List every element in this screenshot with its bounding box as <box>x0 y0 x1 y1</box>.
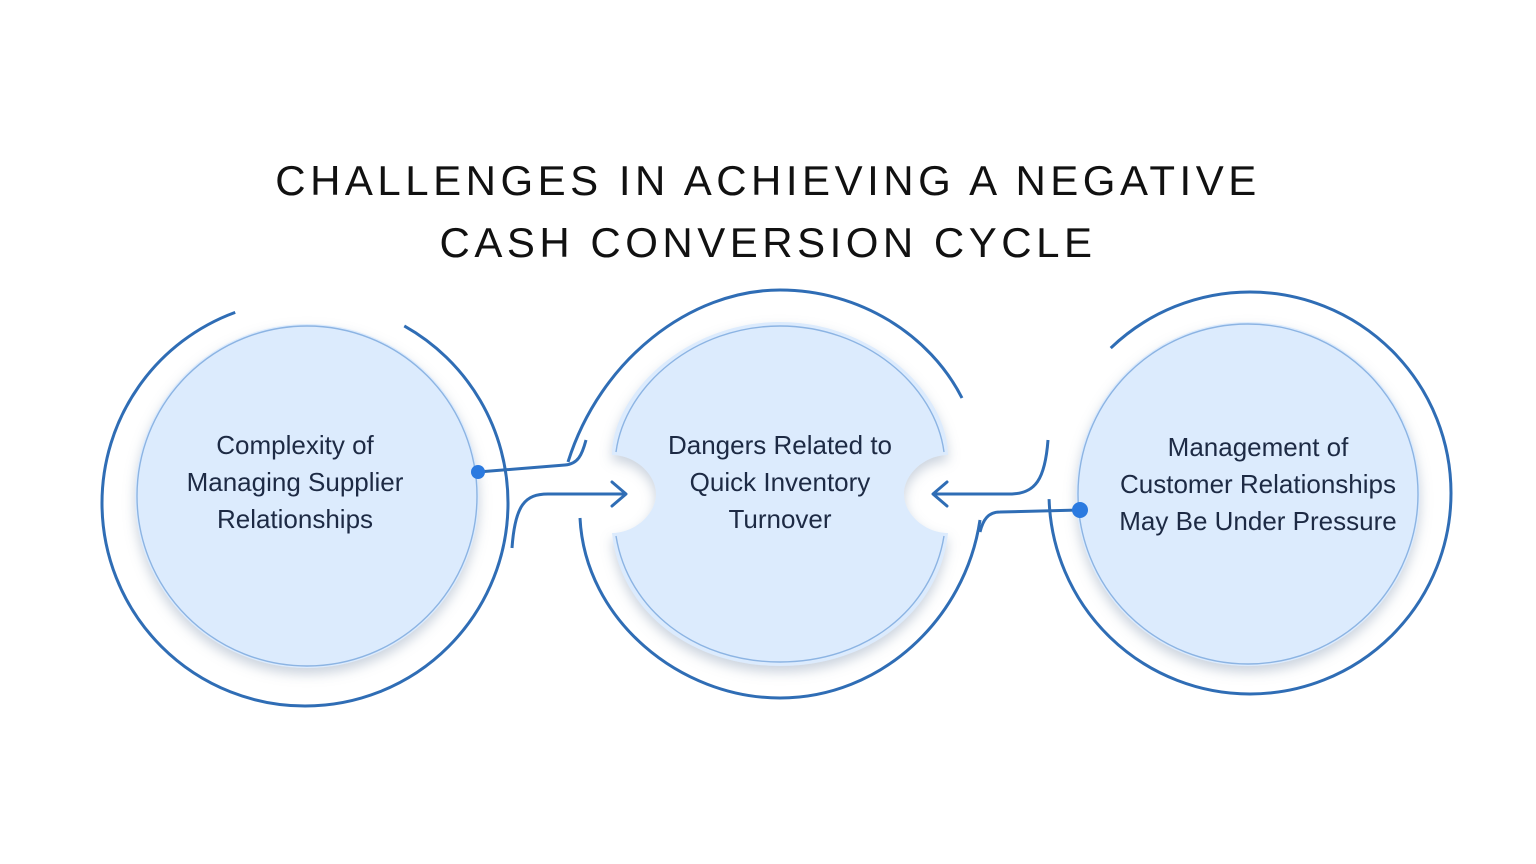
diagram-title: CHALLENGES IN ACHIEVING A NEGATIVE CASH … <box>0 150 1536 274</box>
connector-1-line <box>477 439 588 474</box>
node-2-outer-ring-bottom <box>578 517 982 700</box>
node-1-outer-ring <box>100 298 510 708</box>
node-customer-relationships <box>1047 290 1453 696</box>
connector-1-dot <box>471 465 485 479</box>
node-1-inner-ring <box>136 325 478 667</box>
node-3-label: Management of Customer Relationships May… <box>1119 432 1397 536</box>
node-supplier-relationships <box>100 298 510 708</box>
connector-1-arrowhead-icon <box>610 480 628 508</box>
node-1-disc <box>135 324 479 668</box>
node-2-disc <box>612 322 948 666</box>
node-3-outer-ring <box>1047 290 1453 696</box>
node-inventory-turnover <box>566 288 982 700</box>
node-2-outer-ring-top <box>566 288 964 463</box>
connector-customer-to-inventory <box>931 439 1088 533</box>
node-3-disc <box>1076 322 1420 666</box>
title-line-2: CASH CONVERSION CYCLE <box>439 219 1097 267</box>
connector-1-lower-line <box>510 492 625 549</box>
node-2-inner-ring <box>615 325 945 453</box>
connector-2-line <box>978 508 1081 533</box>
connector-supplier-to-inventory <box>471 439 628 549</box>
connector-2-arrowhead-icon <box>931 480 949 508</box>
node-3-inner-ring <box>1077 323 1419 665</box>
connector-2-upper-line <box>934 439 1050 496</box>
node-2-label: Dangers Related to Quick Inventory Turno… <box>667 430 893 534</box>
node-2-inner-ring-lower <box>615 535 945 663</box>
title-line-1: CHALLENGES IN ACHIEVING A NEGATIVE <box>275 157 1261 205</box>
node-1-label: Complexity of Managing Supplier Relation… <box>186 430 404 534</box>
connector-2-dot <box>1072 502 1088 518</box>
